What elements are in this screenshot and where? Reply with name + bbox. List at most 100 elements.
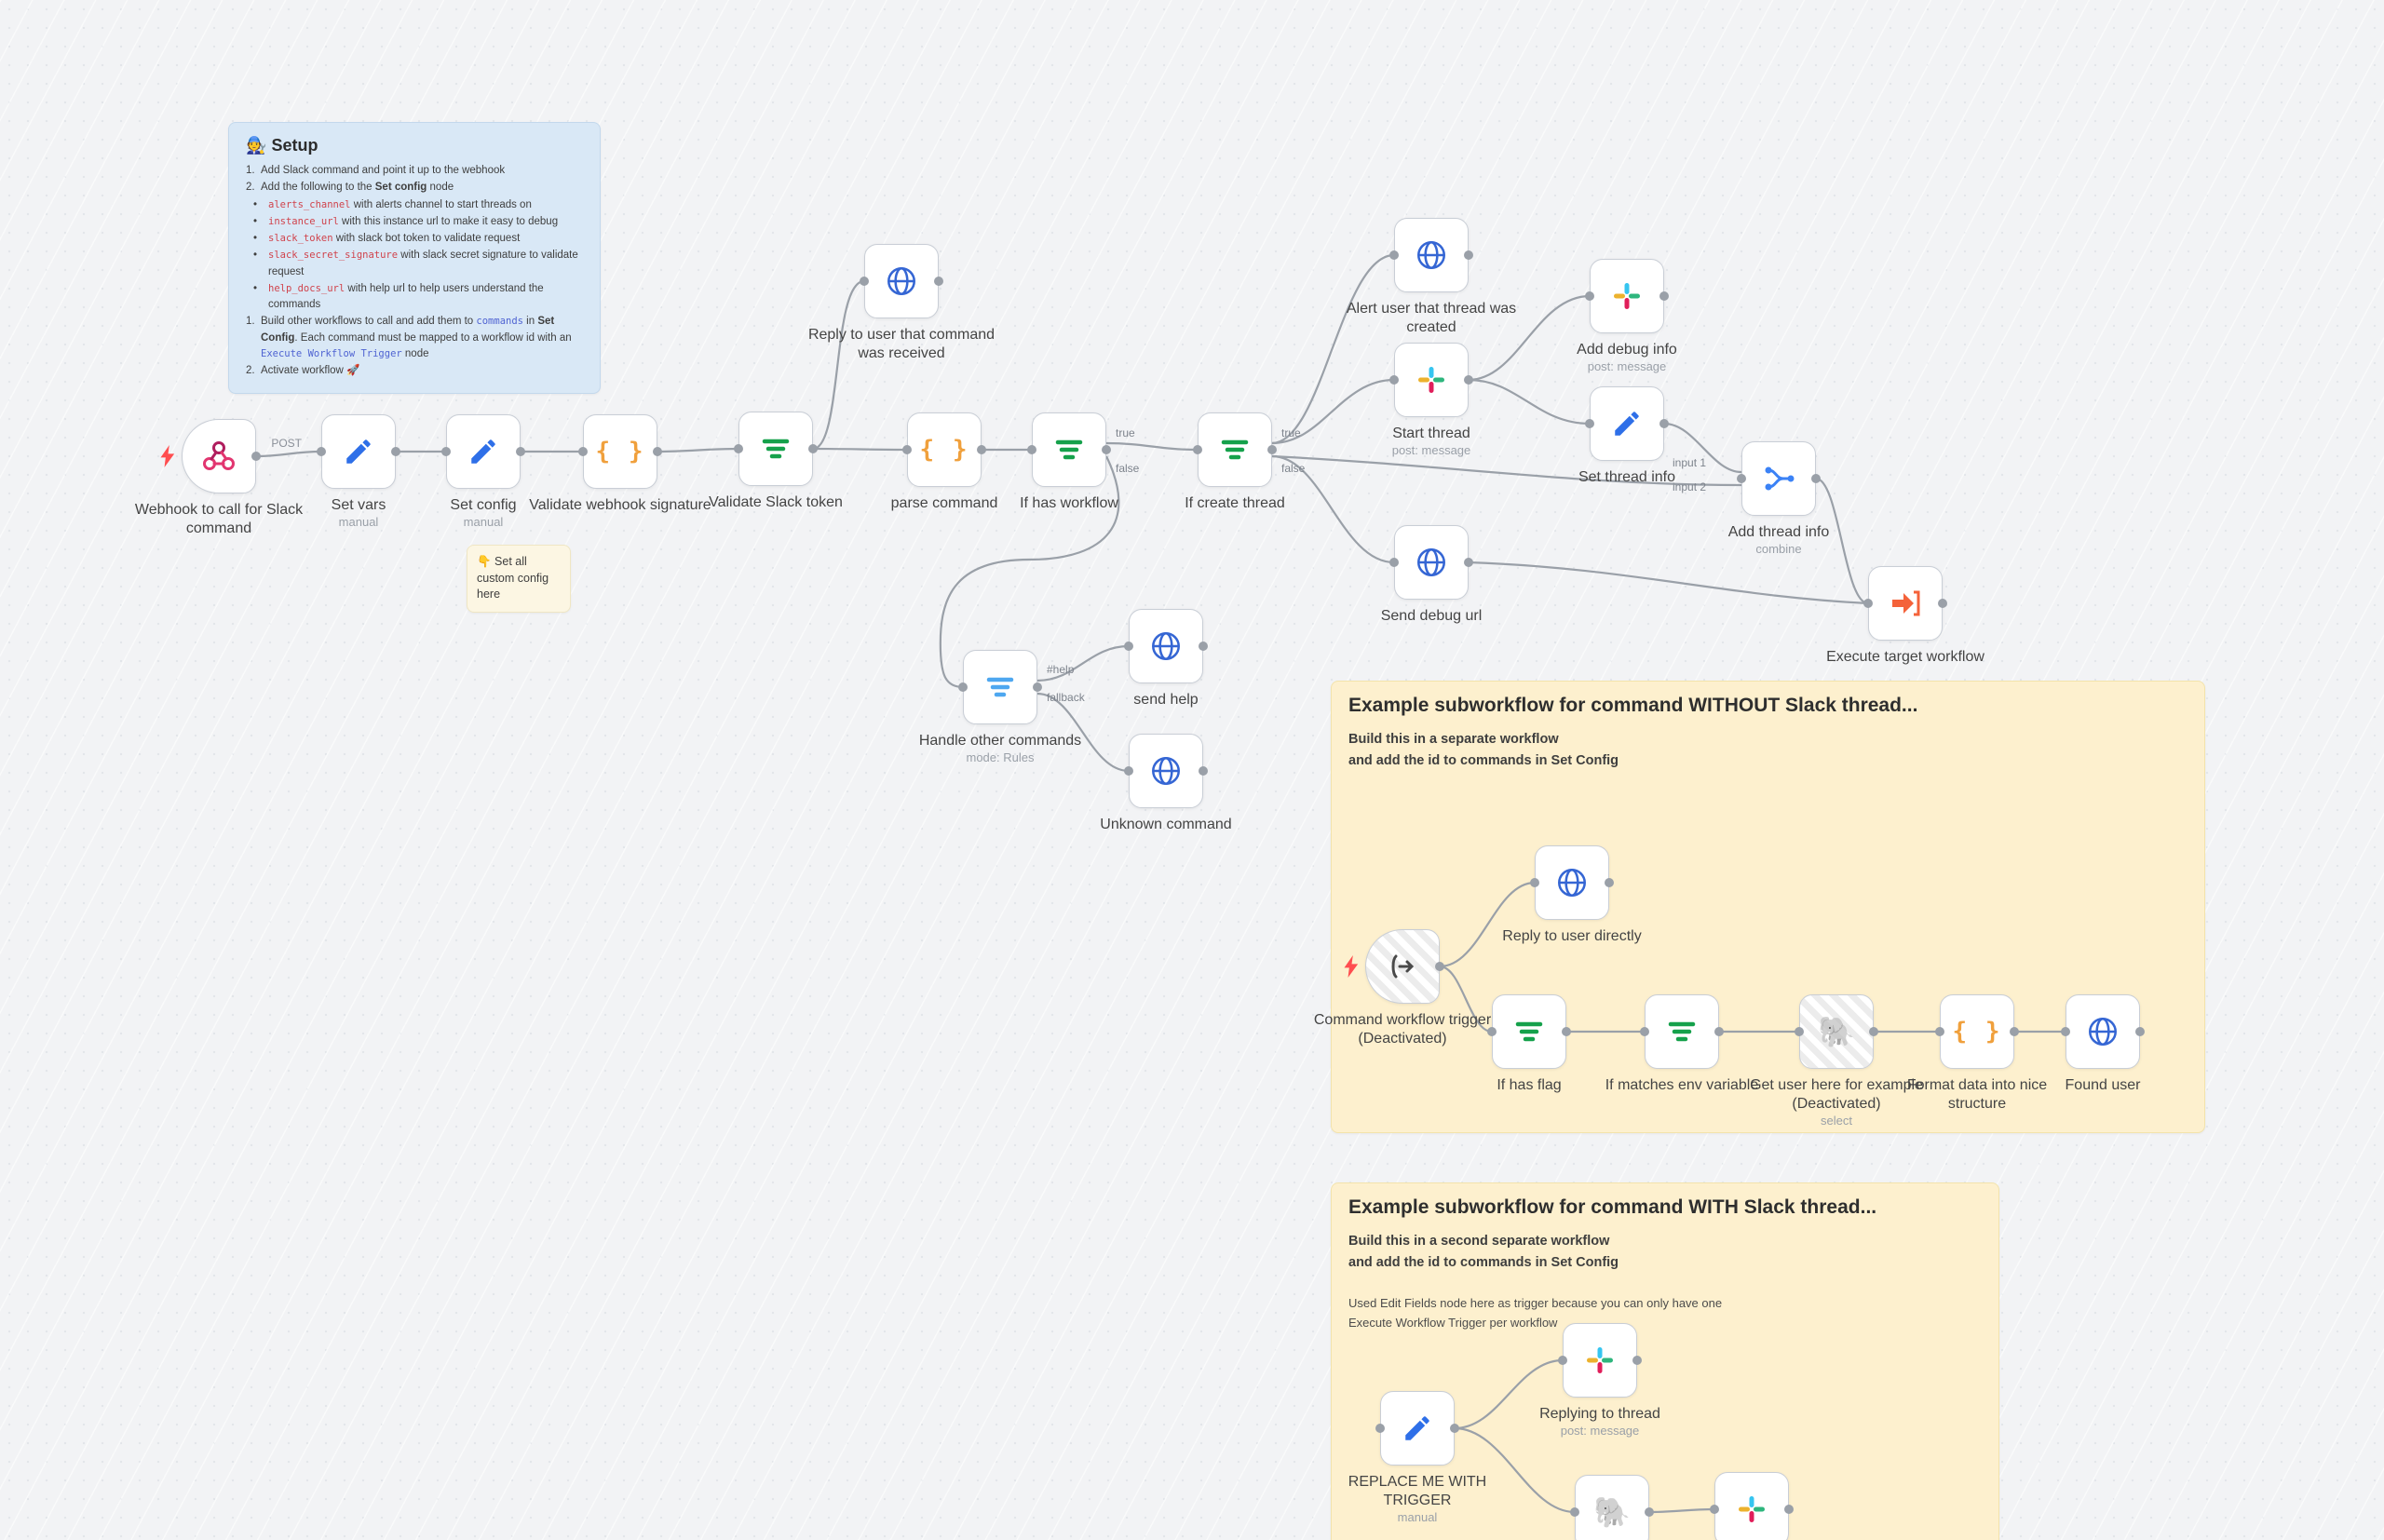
node-subtitle: select xyxy=(1821,1114,1852,1128)
note-text: Add the following to the Set config node xyxy=(261,182,454,194)
node-validate-webhook-signature[interactable]: { }Validate webhook signature xyxy=(529,414,711,513)
note-line: •help_docs_url with help url to help use… xyxy=(253,281,583,314)
note-line: •slack_secret_signature with slack secre… xyxy=(253,248,583,280)
node-box xyxy=(864,244,939,318)
node-box xyxy=(1741,441,1816,516)
note-text: 👇 Set all custom config here xyxy=(477,555,549,601)
code-icon: { } xyxy=(595,438,645,466)
node-reply-user-directly[interactable]: Reply to user directly xyxy=(1502,845,1642,944)
edge-label-help: #help xyxy=(1047,663,1075,676)
node-box xyxy=(1129,609,1203,683)
node-if-has-flag[interactable]: If has flag xyxy=(1492,994,1566,1093)
node-subtitle: mode: Rules xyxy=(966,750,1035,764)
subworkflow-with-thread-sticky[interactable]: Example subworkflow for command WITH Sla… xyxy=(1331,1182,1999,1540)
sticky-with-title: Example subworkflow for command WITH Sla… xyxy=(1348,1196,1877,1218)
node-box xyxy=(1563,1323,1637,1398)
sticky-with-body: Build this in a second separate workflow… xyxy=(1348,1232,1982,1332)
node-postgres-bottom[interactable]: 🐘 xyxy=(1575,1475,1649,1540)
list-marker: 1. xyxy=(246,165,255,176)
node-send-help[interactable]: send help xyxy=(1129,609,1203,708)
slack-icon xyxy=(1418,367,1444,393)
node-if-create-thread[interactable]: If create thread xyxy=(1185,412,1285,511)
edge-label-true-create-thread: true xyxy=(1281,426,1301,439)
exec-trigger-icon xyxy=(1391,954,1415,979)
list-marker: 2. xyxy=(246,182,255,194)
note-text: Used Edit Fields node here as trigger be… xyxy=(1348,1296,1723,1311)
node-box xyxy=(1394,218,1469,292)
note-line: and add the id to commands in Set Config xyxy=(1348,1253,1982,1273)
slack-icon xyxy=(1614,283,1640,309)
node-send-debug-url[interactable]: Send debug url xyxy=(1381,525,1482,624)
note-line: Used Edit Fields node here as trigger be… xyxy=(1348,1295,1982,1313)
trigger-bolt-icon xyxy=(1344,955,1360,978)
filter-icon xyxy=(762,439,790,459)
note-text: alerts_channel with alerts channel to st… xyxy=(268,198,532,210)
node-label: Get user here for example (Deactivated)s… xyxy=(1737,1076,1937,1128)
node-found-user[interactable]: Found user xyxy=(2066,994,2140,1093)
node-set-thread-info[interactable]: Set thread info xyxy=(1578,386,1675,485)
node-box xyxy=(321,414,396,489)
node-execute-target-workflow[interactable]: Execute target workflow xyxy=(1826,566,1984,665)
node-if-has-workflow[interactable]: If has workflow xyxy=(1020,412,1118,511)
node-subtitle: manual xyxy=(1397,1510,1438,1524)
node-box: 🐘 xyxy=(1799,994,1874,1069)
node-reply-command-received[interactable]: Reply to user that command was received xyxy=(808,244,995,361)
edge-label-false-has-workflow: false xyxy=(1116,462,1140,475)
node-label: send help xyxy=(1133,692,1199,708)
pencil-icon xyxy=(1615,412,1639,436)
setup-sticky-note[interactable]: 🧑‍🔧 Setup 1.Add Slack command and point … xyxy=(228,122,601,395)
code-icon: { } xyxy=(1952,1018,2002,1046)
edge-label-input2: input 2 xyxy=(1673,480,1707,493)
node-subtitle: manual xyxy=(338,515,379,529)
node-label: Found user xyxy=(2065,1077,2141,1093)
node-validate-slack-token[interactable]: Validate Slack token xyxy=(709,412,843,510)
note-line: 2. Add the following to the Set config no… xyxy=(246,180,583,196)
node-unknown-command[interactable]: Unknown command xyxy=(1100,734,1232,832)
note-line: and add the id to commands in Set Config xyxy=(1348,751,2188,771)
edge-if-create-thread-alert-user xyxy=(1271,253,1395,445)
node-alert-user-thread-created[interactable]: Alert user that thread was created xyxy=(1347,218,1516,335)
list-marker: • xyxy=(253,215,258,227)
node-format-data-structure[interactable]: { }Format data into nice structure xyxy=(1907,994,2047,1112)
node-slack-bottom[interactable] xyxy=(1714,1472,1789,1540)
node-subtitle: post: message xyxy=(1391,443,1471,457)
note-line: •instance_url with this instance url to … xyxy=(253,214,583,230)
edge-validate-signature-validate-token xyxy=(657,447,739,453)
node-box xyxy=(738,412,813,486)
node-command-workflow-trigger[interactable]: Command workflow trigger (Deactivated) xyxy=(1314,929,1491,1047)
config-mini-sticky-note[interactable]: 👇 Set all custom config here xyxy=(467,545,571,613)
node-parse-command[interactable]: { }parse command xyxy=(891,412,997,511)
execute-icon xyxy=(1892,590,1920,616)
note-line: Build this in a separate workflow xyxy=(1348,730,2188,750)
node-if-matches-env-variable[interactable]: If matches env variable xyxy=(1605,994,1758,1093)
slack-icon xyxy=(1739,1496,1765,1522)
node-box xyxy=(1394,343,1469,417)
node-box: { } xyxy=(1940,994,2014,1069)
node-box: { } xyxy=(907,412,982,487)
note-line: •slack_token with slack bot token to val… xyxy=(253,231,583,247)
node-label: Reply to user that command was received xyxy=(807,327,996,361)
note-text: Add Slack command and point it up to the… xyxy=(261,165,506,176)
node-get-user-for-example[interactable]: 🐘Get user here for example (Deactivated)… xyxy=(1750,994,1923,1128)
note-text: help_docs_url with help url to help user… xyxy=(268,282,544,310)
pencil-icon xyxy=(1405,1416,1429,1440)
trigger-bolt-icon xyxy=(160,445,176,467)
node-box xyxy=(1535,845,1609,920)
node-box xyxy=(1590,259,1664,333)
edge-webhook-set-vars xyxy=(255,450,322,458)
node-box xyxy=(963,650,1037,724)
node-label: Reply to user directly xyxy=(1502,928,1642,944)
node-label: Alert user that thread was created xyxy=(1346,301,1517,335)
